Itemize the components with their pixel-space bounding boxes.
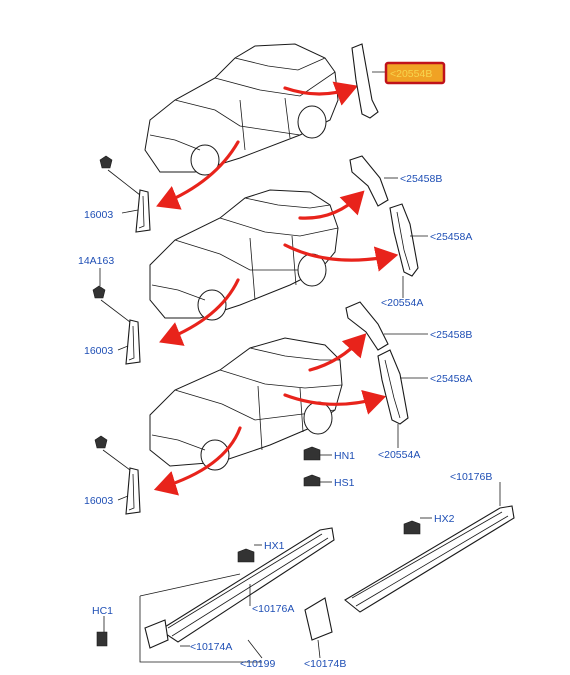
clip-2	[92, 285, 106, 299]
arrow-car1-to-triangle	[156, 140, 240, 210]
label-hs1[interactable]: HS1	[334, 477, 355, 489]
triangle-part-2	[125, 319, 141, 365]
leader-lines	[99, 71, 501, 663]
label-10174a[interactable]: <10174A	[190, 641, 232, 653]
part-25458b-car2	[349, 155, 389, 207]
arrow-car2-to-triangle	[159, 278, 240, 346]
fastener-hn1	[303, 446, 321, 461]
label-hx1[interactable]: HX1	[264, 540, 285, 552]
sill-parts	[96, 446, 515, 649]
clip-3	[94, 435, 108, 449]
label-hn1[interactable]: HN1	[334, 450, 355, 462]
arrow-car3-to-upper	[308, 333, 367, 372]
arrow-car3-to-lower	[283, 389, 387, 415]
pillar-parts	[345, 43, 419, 425]
label-20554a-car3[interactable]: <20554A	[378, 449, 420, 461]
left-parts	[92, 155, 151, 515]
label-10176a[interactable]: <10176A	[252, 603, 294, 615]
label-25458a-car2[interactable]: <25458A	[430, 231, 472, 243]
label-20554b[interactable]: <20554B	[390, 68, 432, 80]
arrow-car3-to-triangle	[153, 426, 242, 496]
part-25458b-car3	[345, 301, 389, 351]
fastener-hs1	[303, 474, 321, 487]
label-25458b-car2[interactable]: <25458B	[400, 173, 442, 185]
red-arrows	[153, 81, 399, 496]
part-25458a-car3	[377, 349, 409, 425]
rocker-left	[158, 527, 335, 643]
part-25458a-car2	[389, 203, 419, 277]
end-cap-right	[304, 597, 333, 641]
triangle-part-3	[125, 467, 141, 515]
label-10174b[interactable]: <10174B	[304, 658, 346, 670]
arrow-car2-to-upper	[298, 190, 365, 220]
label-14a163[interactable]: 14A163	[78, 255, 114, 267]
label-10199[interactable]: <10199	[240, 658, 275, 670]
highlight-box[interactable]	[384, 61, 446, 85]
car-3-wagon	[149, 337, 343, 471]
rocker-right	[344, 505, 515, 613]
label-10176b[interactable]: <10176B	[450, 471, 492, 483]
label-16003-1[interactable]: 16003	[84, 209, 113, 221]
clip-1	[99, 155, 113, 169]
arrow-car2-to-lower	[283, 243, 399, 272]
end-cap-left	[144, 619, 169, 649]
fastener-hx2	[403, 520, 421, 535]
part-20554b	[351, 43, 379, 119]
arrow-car1-to-b-pillar	[283, 81, 358, 106]
label-16003-2[interactable]: 16003	[84, 345, 113, 357]
label-16003-3[interactable]: 16003	[84, 495, 113, 507]
clip-hc1	[96, 631, 108, 647]
car-1-sedan	[144, 43, 339, 176]
label-25458a-car3[interactable]: <25458A	[430, 373, 472, 385]
label-hx2[interactable]: HX2	[434, 513, 455, 525]
label-25458b-car3[interactable]: <25458B	[430, 329, 472, 341]
fastener-hx1	[237, 548, 255, 563]
label-20554a-car2[interactable]: <20554A	[381, 297, 423, 309]
triangle-part-1	[135, 189, 151, 233]
label-hc1[interactable]: HC1	[92, 605, 113, 617]
